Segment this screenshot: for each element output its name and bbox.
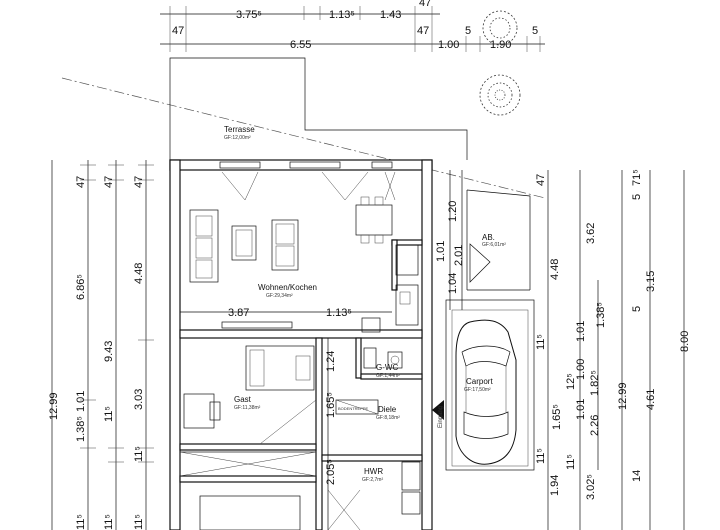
dim-right-1-01a: 1.01 (575, 321, 587, 342)
entrance-label: Eingang (438, 406, 444, 428)
dim-right-3-62: 3.62 (585, 223, 597, 244)
dim-left-9-43: 9.43 (103, 341, 115, 362)
right-dimension-chains: 47 4.48 11⁵ 1.94 11⁵ 3.62 1.00 1.01 1.65… (535, 169, 691, 530)
dim-right-1-38: 1.38⁵ (595, 302, 607, 328)
dim-right-11-5a: 11⁵ (535, 334, 547, 350)
dim-ab-2-01: 2.01 (453, 245, 465, 266)
room-hall-area: GF:8,18m² (376, 415, 400, 421)
dim-left-6-86: 6.86⁵ (75, 274, 87, 300)
windows (219, 161, 396, 329)
dim-right-1-01b: 1.01 (575, 399, 587, 420)
guest-furniture (179, 345, 317, 530)
dim-ab-1-04: 1.04 (447, 273, 459, 294)
dim-left-11-5d: 11⁵ (103, 514, 115, 530)
dim-right-47: 47 (535, 174, 547, 186)
dim-top-1-00: 1.00 (438, 39, 459, 51)
dim-right-5b: 5 (631, 306, 643, 312)
dim-right-8-00: 8.00 (679, 331, 691, 352)
dim-right-1-94: 1.94 (549, 475, 561, 496)
room-ab-area: GF:6,01m² (482, 242, 506, 248)
room-carport-area: GF:17,50m² (464, 387, 491, 393)
tree-symbols (479, 10, 521, 116)
dim-left-47a: 47 (75, 176, 87, 188)
room-hwr-area: GF:2,7m² (362, 477, 383, 483)
dim-left-11-5b: 11⁵ (133, 446, 145, 462)
room-labels: Terrasse GF:12,00m² Wohnen/Kochen GF:29,… (224, 125, 506, 483)
terrace-outline (169, 57, 468, 160)
dim-top-1-43: 1.43 (380, 9, 401, 21)
room-wc-name: G-WC (376, 363, 398, 372)
dim-left-1-01: 1.01 (75, 391, 87, 412)
room-hwr-name: HWR (364, 467, 383, 476)
room-guest-area: GF:11,38m² (234, 405, 261, 411)
dim-left-47c: 47 (133, 176, 145, 188)
dim-top-6-55: 6.55 (290, 39, 311, 51)
dim-left-11-5e: 11⁵ (133, 514, 145, 530)
dim-inner-1-24: 1.24 (325, 351, 337, 372)
dim-ab-1-01: 1.01 (435, 241, 447, 262)
building-walls (169, 159, 433, 530)
dim-top-47a: 47 (419, 0, 431, 9)
dim-right-4-48: 4.48 (549, 259, 561, 280)
dim-top-5a: 5 (465, 25, 471, 37)
dim-right-5a: 5 (631, 194, 643, 200)
dim-left-1-38: 1.38⁵ (75, 416, 87, 442)
dim-right-4-61: 4.61 (645, 389, 657, 410)
dim-inner-1-13: 1.13⁵ (326, 307, 352, 319)
storage-carport (445, 189, 535, 471)
left-dimension-chains: 12.99 47 6.86⁵ 1.38⁵ 1.01 47 9.43 11⁵ 47… (48, 160, 154, 530)
room-living-area: GF:29,34m² (266, 293, 293, 299)
dim-left-4-48: 4.48 (133, 263, 145, 284)
dim-inner-3-87: 3.87 (228, 307, 249, 319)
dim-right-11-5c: 11⁵ (565, 454, 577, 470)
room-wc-area: GF:1,44m² (376, 373, 400, 379)
dim-right-12-5: 12⁵ (565, 373, 577, 390)
bodentreppe-label: BODENTREPPE (338, 406, 369, 411)
dim-right-1-65: 1.65⁵ (551, 404, 563, 430)
dim-right-11-5b: 11⁵ (535, 448, 547, 464)
dim-right-3-02: 3.02⁵ (585, 474, 597, 500)
dim-right-14: 14 (631, 470, 643, 482)
room-living-name: Wohnen/Kochen (258, 283, 317, 292)
room-guest-name: Gast (234, 395, 252, 404)
entrance-arrow (432, 400, 444, 420)
dim-right-71-5: 71⁵ (631, 169, 643, 186)
property-line (61, 77, 546, 199)
dim-right-1-00: 1.00 (575, 359, 587, 380)
dim-top-3-75: 3.75⁵ (236, 9, 262, 21)
dim-right-3-15: 3.15 (645, 271, 657, 292)
car-icon (455, 319, 517, 465)
top-dimension-chains: 3.75⁵ 1.13⁵ 1.43 47 47 6.55 47 1.00 5 1.… (160, 0, 545, 52)
dim-left-11-5c: 11⁵ (75, 514, 87, 530)
dim-right-2-26: 2.26 (589, 415, 601, 436)
wet-rooms (327, 347, 421, 530)
living-furniture (189, 196, 419, 333)
dim-left-47b: 47 (103, 176, 115, 188)
dim-top-47c: 47 (417, 25, 429, 37)
dim-right-12-99: 12.99 (617, 382, 629, 410)
room-terrace-area: GF:12,00m² (224, 135, 251, 141)
dim-left-12-99: 12.99 (48, 392, 60, 420)
dim-inner-2-05: 2.05⁵ (325, 459, 337, 485)
dim-top-47b: 47 (172, 25, 184, 37)
dim-inner-1-65: 1.65⁵ (325, 392, 337, 418)
dim-left-11-5a: 11⁵ (103, 406, 115, 422)
inner-dimensions: 3.87 1.13⁵ 1.24 1.65⁵ 2.05⁵ 1.20 1.01 2.… (180, 170, 465, 530)
room-terrace-name: Terrasse (224, 125, 255, 134)
dim-left-3-03: 3.03 (133, 389, 145, 410)
room-ab-name: AB. (482, 233, 495, 242)
dim-ab-1-20: 1.20 (447, 201, 459, 222)
dim-top-5b: 5 (532, 25, 538, 37)
room-hall-name: Diele (378, 405, 397, 414)
dim-right-1-82: 1.82⁵ (589, 370, 601, 396)
dim-top-1-13: 1.13⁵ (329, 9, 355, 21)
room-carport-name: Carport (466, 377, 493, 386)
